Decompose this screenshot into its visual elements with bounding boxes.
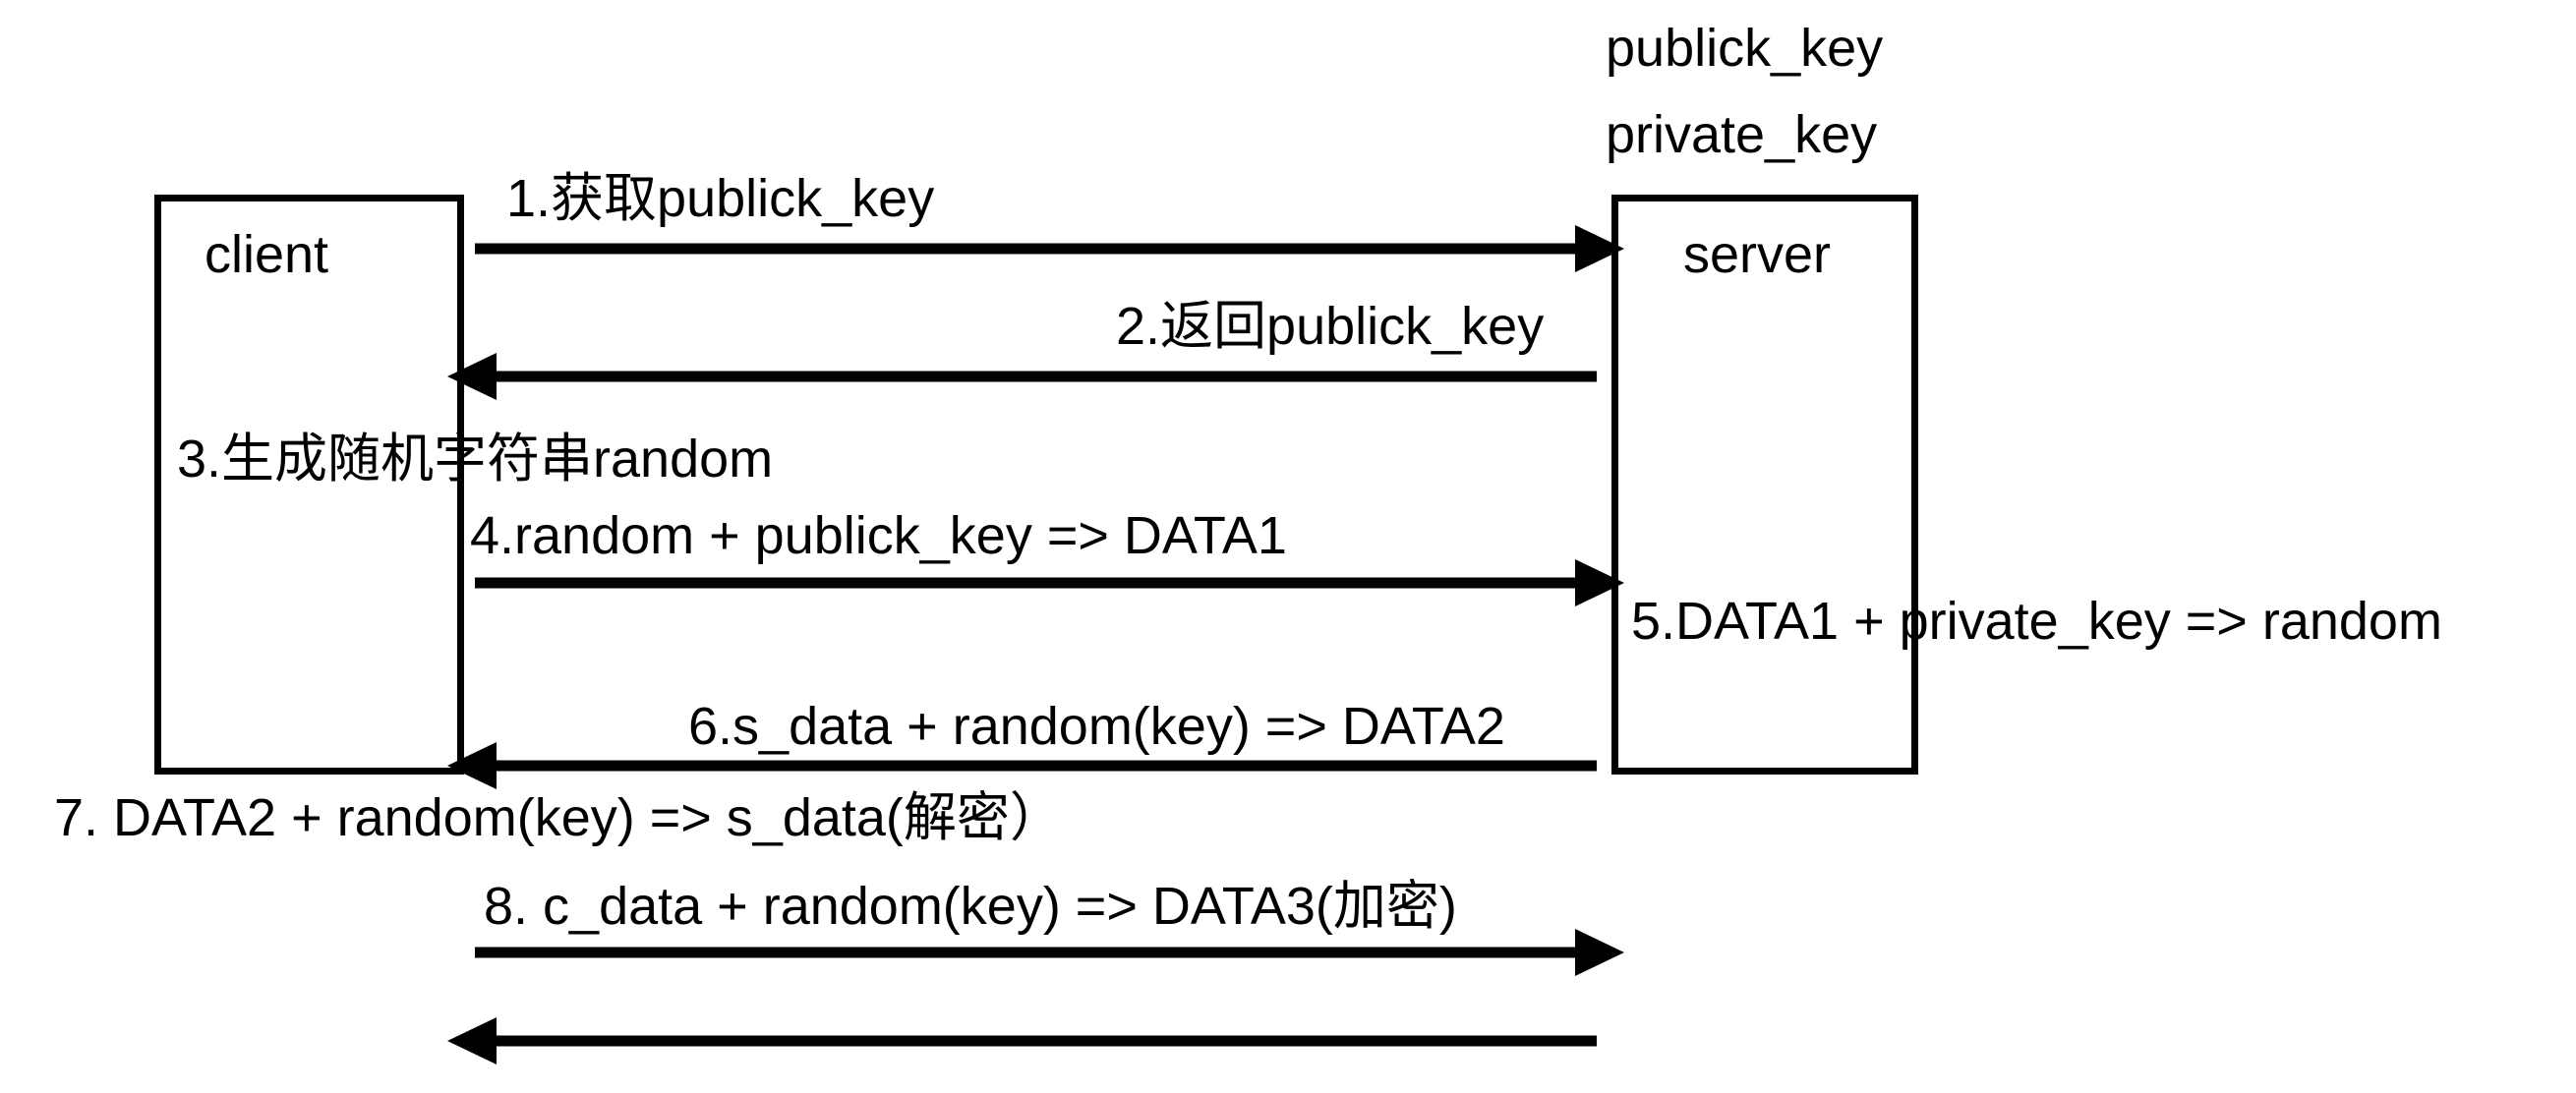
step-2-label: 2.返回publick_key [1116,297,1545,356]
node-client[interactable] [154,195,464,775]
node-server-label: server [1683,225,1832,284]
arrow-step-4 [475,559,1624,606]
step-5-label: 5.DATA1 + private_key => random [1631,592,2442,651]
step-7-label: 7. DATA2 + random(key) => s_data(解密） [54,788,1063,847]
step-8-label: 8. c_data + random(key) => DATA3(加密) [484,877,1457,936]
arrow-step-8 [475,929,1624,976]
step-3-label: 3.生成随机字符串random [177,430,774,489]
arrow-step-6 [447,742,1597,789]
node-server[interactable] [1611,195,1918,775]
server-public-key-label: publick_key [1606,19,1884,78]
arrow-step-2 [447,353,1597,400]
server-private-key-label: private_key [1606,105,1878,164]
step-4-label: 4.random + publick_key => DATA1 [470,506,1287,565]
arrow-step-9 [447,1017,1597,1064]
step-1-label: 1.获取publick_key [506,169,935,228]
node-client-label: client [205,225,329,284]
arrow-step-1 [475,225,1624,272]
step-6-label: 6.s_data + random(key) => DATA2 [688,697,1505,756]
